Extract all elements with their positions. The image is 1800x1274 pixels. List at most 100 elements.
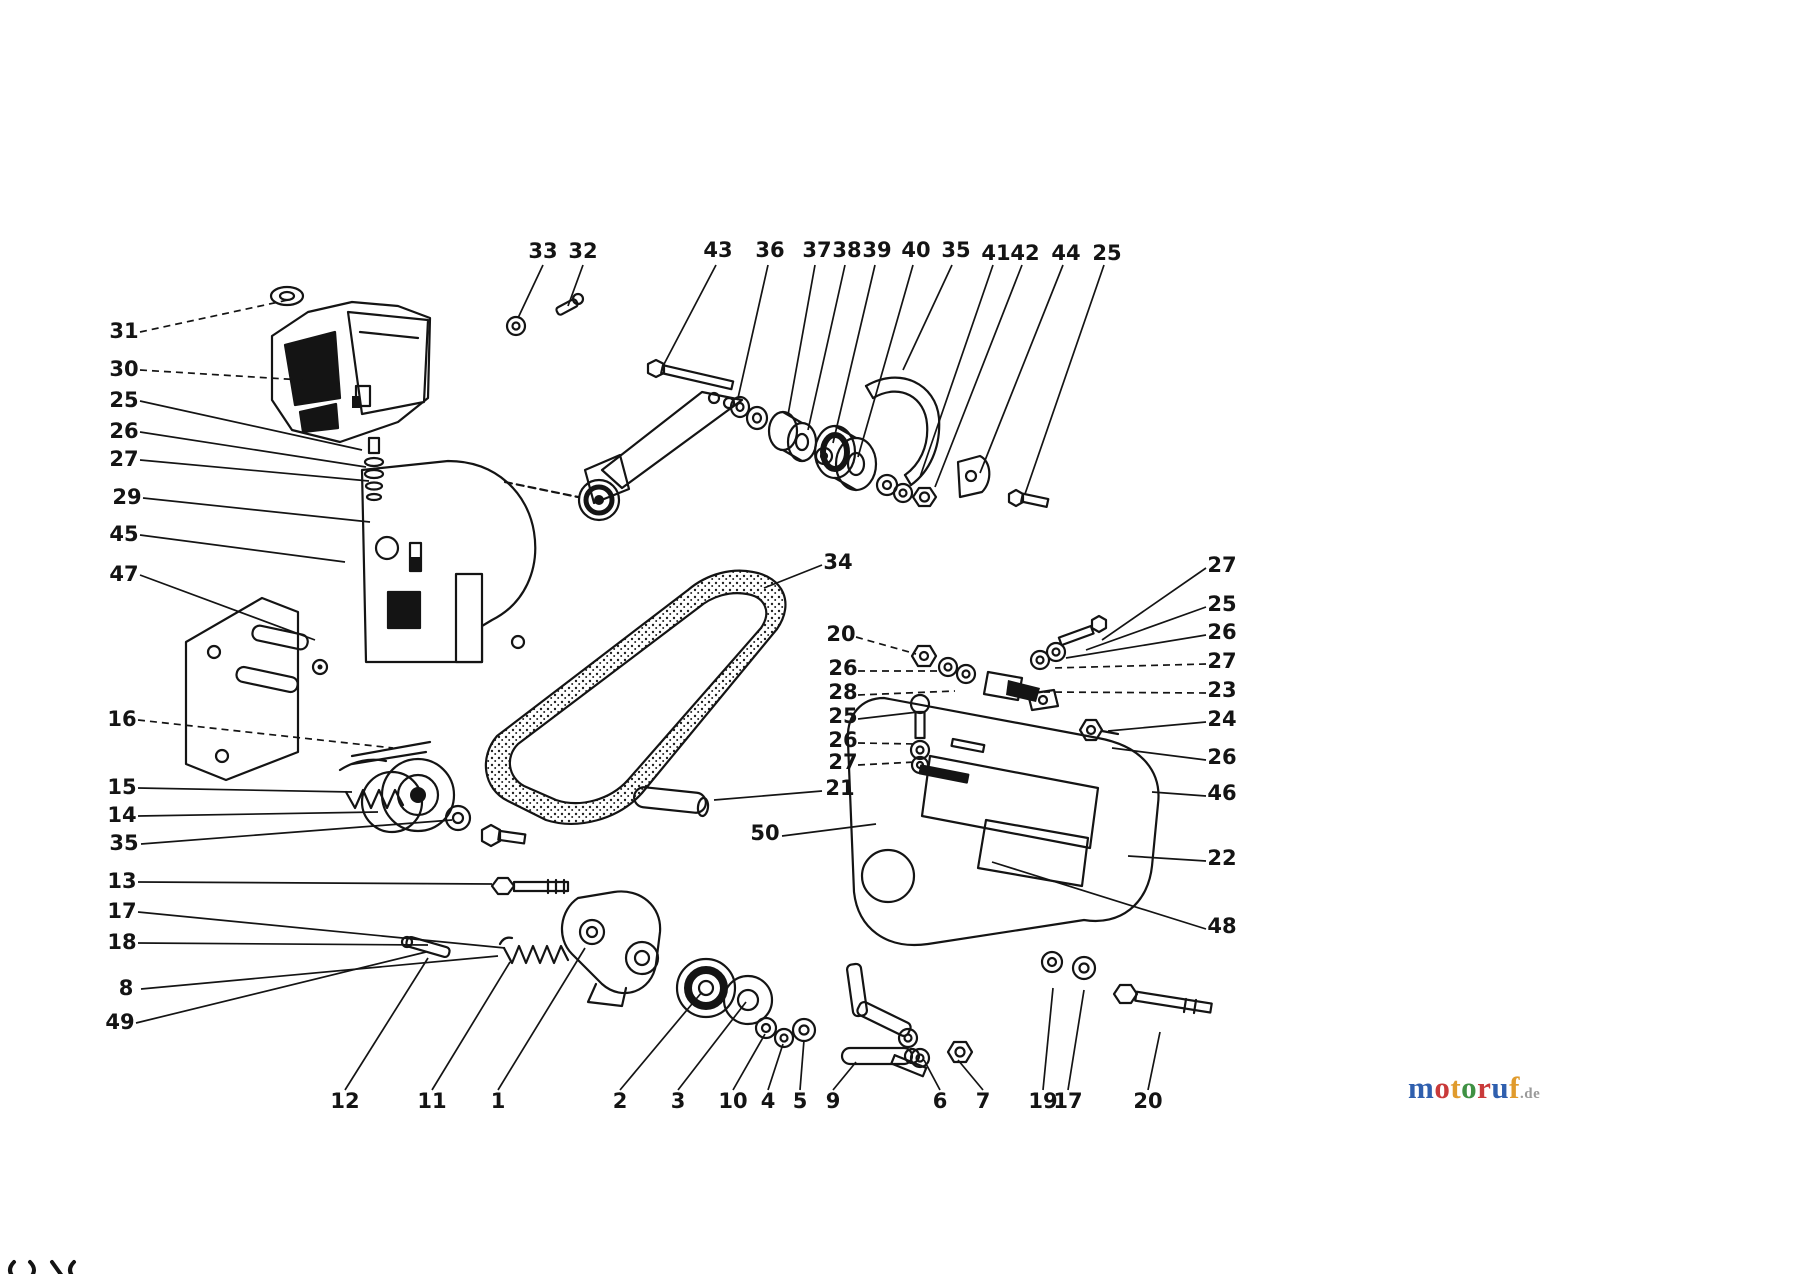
leader-line [991, 861, 1207, 930]
leader-line [807, 264, 846, 431]
part-number-label: 43 [703, 238, 732, 262]
leader-line [1051, 663, 1207, 669]
part-number-label: 6 [933, 1089, 948, 1113]
leader-line [919, 264, 994, 478]
part-number-label: 10 [718, 1089, 747, 1113]
leader-line [855, 636, 917, 655]
part-number-label: 36 [755, 238, 784, 262]
mounting-bracket [184, 596, 329, 782]
leader-line [139, 431, 367, 468]
case-hardware [909, 614, 1120, 775]
part-number-label: 11 [417, 1089, 446, 1113]
tension-pulley-assembly [338, 740, 527, 848]
leader-line [137, 942, 429, 946]
leader-line [857, 742, 917, 745]
leader-line [137, 811, 379, 817]
leader-line [767, 1043, 784, 1091]
leader-line [135, 951, 427, 1024]
leader-line [857, 711, 919, 720]
engine-assembly [269, 285, 432, 444]
leader-line [957, 1059, 984, 1091]
leader-line [344, 957, 429, 1091]
part-number-label: 42 [1010, 241, 1039, 265]
idler-pulley-stack [729, 395, 834, 466]
watermark: motoruf.de [1408, 1070, 1540, 1106]
part-number-label: 21 [825, 776, 854, 800]
part-number-label: 27 [109, 447, 138, 471]
leader-line [1111, 747, 1207, 761]
watermark-word: motoruf [1408, 1070, 1520, 1105]
leader-line [857, 690, 956, 696]
leader-line [832, 1061, 857, 1091]
part-number-label: 1 [491, 1089, 506, 1113]
leader-line [832, 264, 876, 444]
leader-line [1065, 634, 1207, 659]
leader-line [140, 819, 453, 845]
leader-line [799, 1039, 805, 1091]
leader-line [934, 264, 1023, 488]
part-number-label: 20 [826, 622, 855, 646]
part-number-label: 33 [528, 239, 557, 263]
leader-line [661, 264, 717, 369]
part-number-label: 5 [793, 1089, 808, 1113]
leader-line [1085, 606, 1207, 651]
leader-line [1042, 987, 1054, 1091]
leader-line [137, 787, 353, 793]
part-number-label: 12 [330, 1089, 359, 1113]
watermark-letter: u [1491, 1070, 1510, 1105]
leader-line [1147, 1031, 1161, 1091]
part-number-label: 8 [119, 976, 134, 1000]
leader-line [1067, 989, 1085, 1091]
leader-line [142, 497, 371, 523]
leader-line [619, 991, 703, 1091]
part-number-label: 17 [1053, 1089, 1082, 1113]
part-number-label: 32 [568, 239, 597, 263]
leader-line [787, 264, 816, 416]
crank-and-axle [840, 962, 974, 1078]
watermark-letter: r [1477, 1070, 1492, 1105]
leader-line [137, 719, 394, 749]
watermark-letter: f [1509, 1070, 1520, 1105]
part-number-label: 24 [1207, 707, 1236, 731]
leader-line [923, 1059, 941, 1091]
leader-line [1024, 264, 1105, 495]
lower-tensioner-set [400, 876, 662, 1008]
leader-lines [135, 264, 1207, 1091]
leader-line [139, 299, 289, 333]
leader-line [1107, 721, 1207, 732]
drive-belt [484, 569, 787, 825]
part-number-label: 20 [1133, 1089, 1162, 1113]
part-number-label: 27 [1207, 649, 1236, 673]
part-number-label: 49 [105, 1010, 134, 1034]
leader-line [737, 264, 769, 399]
leader-line [857, 264, 914, 458]
part-number-label: 26 [1207, 620, 1236, 644]
part-number-label: 27 [828, 750, 857, 774]
part-number-label: 17 [107, 899, 136, 923]
part-number-label: 26 [828, 728, 857, 752]
leader-line [979, 264, 1064, 474]
part-number-label: 3 [671, 1089, 686, 1113]
part-number-label: 35 [109, 831, 138, 855]
part-number-label: 14 [107, 803, 136, 827]
watermark-letter: o [1461, 1070, 1478, 1105]
upper-tensioner-bracket [577, 358, 744, 522]
leader-line [857, 761, 917, 766]
part-number-label: 25 [828, 704, 857, 728]
leader-line [137, 911, 506, 949]
leader-line [140, 955, 499, 990]
watermark-letter: o [1434, 1070, 1451, 1105]
part-number-label: 38 [832, 238, 861, 262]
belt-guard [360, 436, 580, 664]
leader-line [567, 264, 584, 307]
part-number-label: 27 [1207, 553, 1236, 577]
roller-pin [633, 786, 710, 818]
part-number-label: 34 [823, 550, 852, 574]
part-number-label: 26 [109, 419, 138, 443]
corner-fragment [8, 1260, 76, 1274]
part-number-label: 28 [828, 680, 857, 704]
part-number-label: 25 [1207, 592, 1236, 616]
